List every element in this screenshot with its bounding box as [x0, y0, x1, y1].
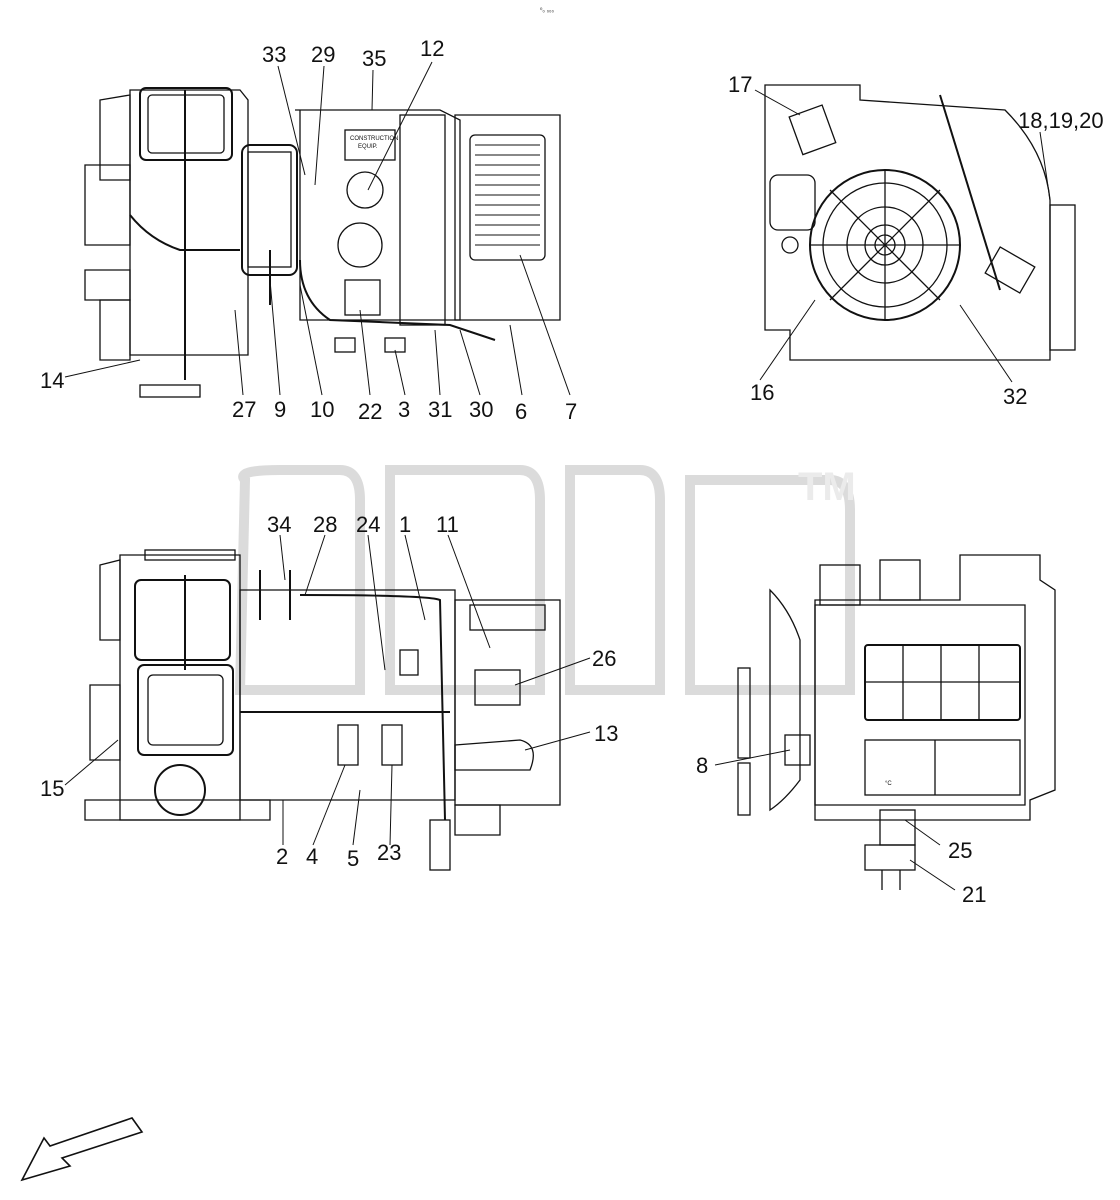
bottom-right-view: °C	[737, 554, 1056, 890]
callout-12: 12	[420, 36, 444, 61]
callout-15: 15	[40, 776, 64, 801]
temperature-unit: °C	[885, 781, 892, 787]
plate-line2: EQUIP.	[358, 144, 378, 150]
grille-lines	[475, 144, 540, 246]
callout-21: 21	[962, 882, 986, 907]
callout-5: 5	[347, 846, 359, 871]
callout-30: 30	[469, 397, 493, 422]
filter-grid	[864, 644, 1021, 721]
header-mark: ⁰₀ ₀₀₀	[540, 7, 555, 14]
callout-17: 17	[728, 72, 752, 97]
callout-27: 27	[232, 397, 256, 422]
watermark-tm: TM	[798, 465, 856, 509]
callout-33: 33	[262, 42, 286, 67]
callout-29: 29	[311, 42, 335, 67]
bottom-left-view	[84, 549, 561, 871]
callout-24: 24	[356, 512, 380, 537]
callout-34: 34	[267, 512, 291, 537]
callout-18-19-20: 18,19,20	[1018, 108, 1104, 133]
callout-6: 6	[515, 399, 527, 424]
callout-14: 14	[40, 368, 64, 393]
callout-32: 32	[1003, 384, 1027, 409]
leader-lines	[64, 61, 1051, 891]
callout-2: 2	[276, 844, 288, 869]
callout-28: 28	[313, 512, 337, 537]
callout-31: 31	[428, 397, 452, 422]
callout-23: 23	[377, 840, 401, 865]
watermark: TM	[234, 465, 856, 695]
callout-11: 11	[436, 512, 459, 537]
plate-line1: CONSTRUCTION	[350, 136, 398, 142]
callout-7: 7	[565, 399, 577, 424]
callout-3: 3	[398, 397, 410, 422]
callout-13: 13	[594, 721, 618, 746]
callout-22: 22	[358, 399, 382, 424]
top-left-view: CONSTRUCTION EQUIP.	[84, 87, 561, 398]
callout-16: 16	[750, 380, 774, 405]
callout-35: 35	[362, 46, 386, 71]
arrow-icon	[20, 1117, 144, 1182]
callout-10: 10	[310, 397, 334, 422]
callout-26: 26	[592, 646, 616, 671]
callout-25: 25	[948, 838, 972, 863]
top-right-view	[764, 84, 1076, 361]
callout-8: 8	[696, 753, 708, 778]
callout-1: 1	[399, 512, 411, 537]
callout-9: 9	[274, 397, 286, 422]
callout-labels: 33 29 35 12 14 27 9 10 22 3 31 30 6 7 17…	[40, 36, 1104, 907]
callout-4: 4	[306, 844, 318, 869]
